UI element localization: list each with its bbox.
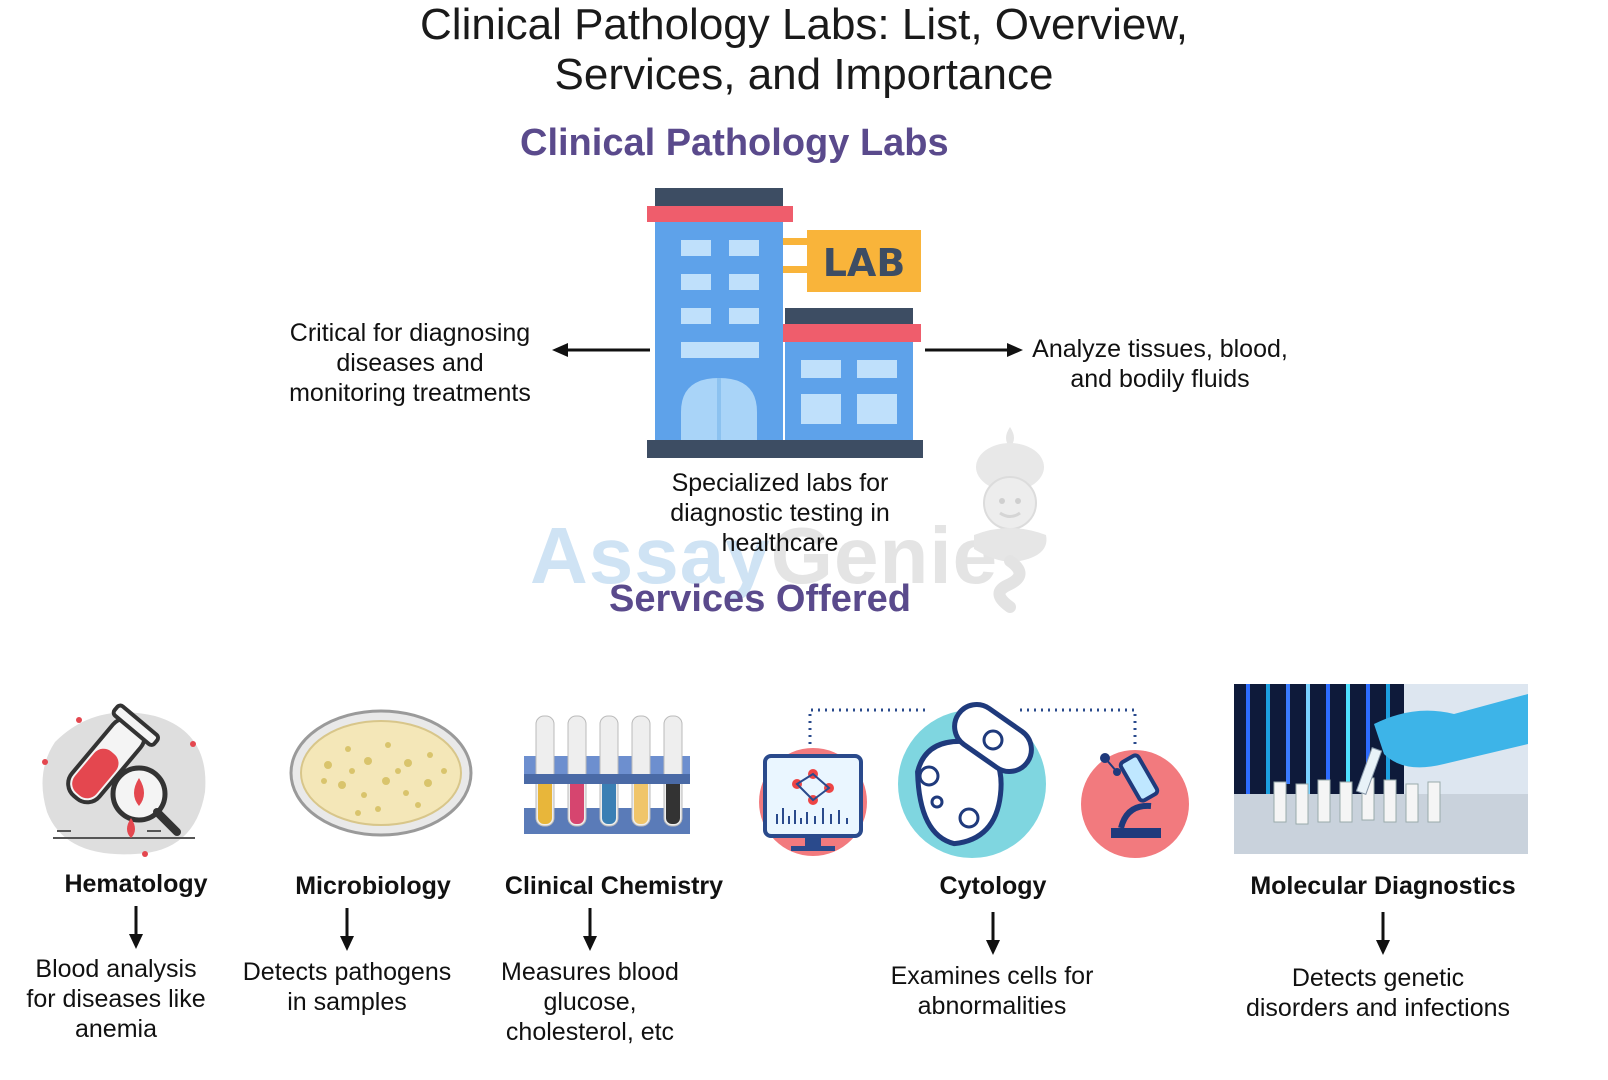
arrow-down-icon — [1376, 912, 1390, 955]
service-desc-line: glucose, — [543, 988, 637, 1016]
left-note: Critical for diagnosing diseases and mon… — [255, 318, 565, 408]
right-note: Analyze tissues, blood, and bodily fluid… — [1010, 334, 1310, 394]
lab-sample-photo-icon — [1234, 684, 1528, 854]
left-note-line: Critical for diagnosing — [289, 319, 531, 347]
service-desc-microbiology: Detects pathogens in samples — [228, 957, 466, 1017]
left-note-line: monitoring treatments — [289, 379, 531, 407]
page-title-line-1: Clinical Pathology Labs: List, Overview, — [420, 0, 1188, 49]
service-title-clinical-chemistry: Clinical Chemistry — [504, 872, 724, 900]
arrow-down-icon — [340, 908, 354, 951]
center-note-line: Specialized labs for — [671, 469, 889, 497]
page-title: Clinical Pathology Labs: List, Overview,… — [0, 0, 1608, 100]
watermark-part-1: Assay — [530, 511, 771, 600]
service-desc-clinical-chemistry: Measures blood glucose, cholesterol, etc — [470, 957, 710, 1047]
service-title-microbiology: Microbiology — [295, 872, 451, 900]
service-desc-line: Blood analysis — [35, 955, 197, 983]
page-title-line-2: Services, and Importance — [554, 50, 1054, 99]
right-note-line: and bodily fluids — [1070, 365, 1250, 393]
service-desc-line: Detects pathogens — [242, 958, 452, 986]
test-tube-rack-icon — [524, 715, 690, 834]
labs-heading: Clinical Pathology Labs — [520, 122, 949, 164]
right-note-line: Analyze tissues, blood, — [1032, 335, 1288, 363]
assay-genie-watermark: AssayGenie — [530, 510, 998, 602]
service-desc-line: in samples — [287, 988, 407, 1016]
service-desc-hematology: Blood analysis for diseases like anemia — [6, 954, 226, 1044]
arrow-down-icon — [986, 912, 1000, 955]
petri-dish-icon — [289, 709, 473, 837]
arrow-down-icon — [583, 908, 597, 951]
arrow-down-icon — [129, 906, 143, 949]
center-note: Specialized labs for diagnostic testing … — [630, 468, 930, 558]
service-desc-line: abnormalities — [917, 992, 1067, 1020]
watermark-part-2: Genie — [770, 511, 999, 600]
left-note-line: diseases and — [336, 349, 484, 377]
service-desc-line: anemia — [75, 1015, 157, 1043]
services-heading: Services Offered — [608, 578, 912, 620]
service-desc-line: Examines cells for — [890, 962, 1094, 990]
service-desc-line: cholesterol, etc — [505, 1018, 675, 1046]
service-title-molecular-diagnostics: Molecular Diagnostics — [1250, 872, 1516, 900]
service-desc-cytology: Examines cells for abnormalities — [862, 961, 1122, 1021]
cell-microscope-icon — [759, 702, 1189, 858]
genie-mascot-icon — [974, 427, 1047, 613]
arrow-left-icon — [552, 343, 650, 357]
blood-test-tube-magnifier-icon — [42, 703, 206, 857]
service-desc-line: Measures blood — [501, 958, 679, 986]
service-desc-line: Detects genetic — [1291, 964, 1465, 992]
service-desc-molecular-diagnostics: Detects genetic disorders and infections — [1228, 963, 1528, 1023]
center-note-line: diagnostic testing in — [670, 499, 890, 527]
service-title-hematology: Hematology — [64, 870, 208, 898]
service-desc-line: disorders and infections — [1245, 994, 1511, 1022]
lab-building-icon: LAB — [647, 188, 923, 458]
service-desc-line: for diseases like — [26, 985, 206, 1013]
service-title-cytology: Cytology — [939, 872, 1047, 900]
lab-sign-text: LAB — [823, 241, 906, 285]
arrow-right-icon — [925, 343, 1023, 357]
center-note-line: healthcare — [721, 529, 839, 557]
